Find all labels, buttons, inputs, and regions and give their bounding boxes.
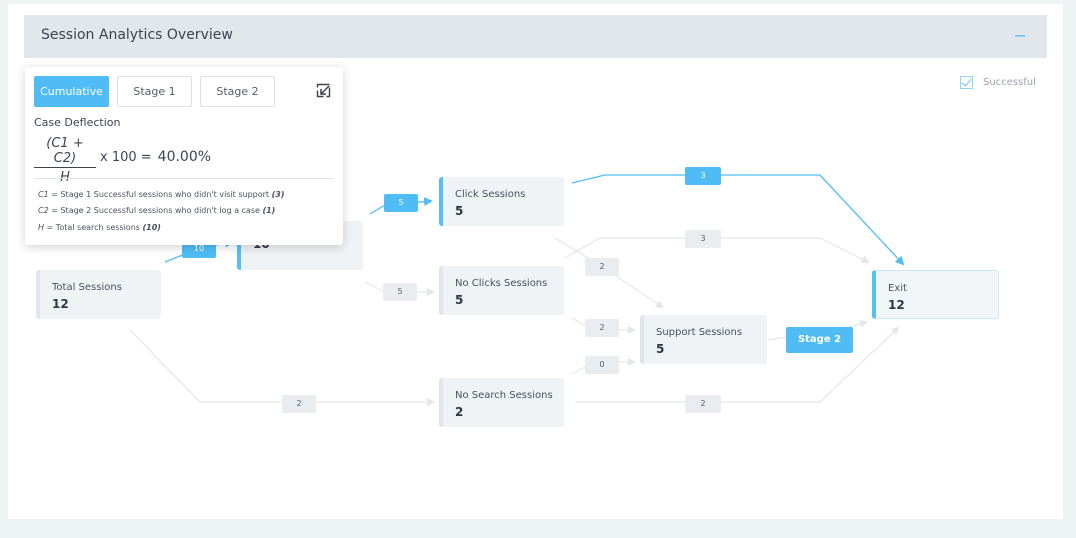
badge-click-exit[interactable]: 3 bbox=[685, 167, 721, 185]
popover-title: Case Deflection bbox=[34, 116, 121, 129]
divider bbox=[34, 178, 334, 179]
formula-result-line: x 100 = 40.00% bbox=[100, 149, 211, 165]
badge-noclick-exit[interactable]: 3 bbox=[685, 230, 721, 248]
node-value: 5 bbox=[455, 293, 464, 307]
formula-fraction: (C1 + C2) H bbox=[34, 136, 96, 185]
def-symbol: H bbox=[38, 223, 45, 232]
badge-nosearch-support[interactable]: 0 bbox=[585, 356, 619, 374]
node-value: 5 bbox=[656, 342, 665, 356]
flow-total-nosearch bbox=[129, 329, 435, 406]
badge-total-nosearch[interactable]: 2 bbox=[282, 395, 316, 413]
badge-search-click[interactable]: 5 bbox=[384, 194, 418, 212]
definition-c2: C2 = Stage 2 Successful sessions who did… bbox=[38, 206, 275, 215]
def-value: (1) bbox=[262, 206, 276, 215]
node-value: 5 bbox=[455, 204, 464, 218]
node-click-sessions[interactable]: Click Sessions 5 bbox=[439, 177, 564, 226]
definition-c1: C1 = Stage 1 Successful sessions who did… bbox=[38, 190, 285, 199]
definition-h: H = Total search sessions (10) bbox=[38, 223, 161, 232]
legend-label: Successful bbox=[983, 77, 1036, 88]
node-value: 2 bbox=[455, 405, 464, 419]
formula-multiplier: x 100 = bbox=[100, 150, 152, 165]
legend-successful[interactable]: Successful bbox=[960, 76, 1036, 89]
formula-result: 40.00% bbox=[157, 149, 212, 165]
badge-search-noclick[interactable]: 5 bbox=[383, 283, 417, 301]
node-label: Click Sessions bbox=[455, 189, 526, 200]
badge-noclick-support[interactable]: 2 bbox=[585, 319, 619, 337]
minimize-icon[interactable] bbox=[316, 83, 332, 99]
def-text: = Stage 2 Successful sessions who didn't… bbox=[48, 206, 263, 215]
node-support-sessions[interactable]: Support Sessions 5 bbox=[640, 315, 767, 364]
checkbox-icon[interactable] bbox=[960, 76, 973, 89]
formula-denominator: H bbox=[34, 168, 96, 185]
tab-stage-2[interactable]: Stage 2 bbox=[200, 76, 275, 107]
def-symbol: C1 bbox=[38, 190, 49, 199]
node-label: Total Sessions bbox=[52, 282, 122, 293]
flow-nosearch-exit bbox=[575, 326, 900, 403]
stage2-button[interactable]: Stage 2 bbox=[786, 327, 853, 353]
node-label: No Clicks Sessions bbox=[455, 278, 548, 289]
node-label: No Search Sessions bbox=[455, 390, 553, 401]
def-symbol: C2 bbox=[38, 206, 49, 215]
case-deflection-popover: Cumulative Stage 1 Stage 2 Case Deflecti… bbox=[25, 67, 343, 245]
node-exit[interactable]: Exit 12 bbox=[872, 270, 999, 319]
tab-cumulative[interactable]: Cumulative bbox=[34, 76, 109, 107]
def-value: (3) bbox=[271, 190, 285, 199]
badge-click-support[interactable]: 2 bbox=[585, 258, 619, 276]
node-label: Exit bbox=[888, 283, 907, 294]
node-label: Support Sessions bbox=[656, 327, 743, 338]
flow-click-exit bbox=[571, 174, 905, 266]
popover-tabs: Cumulative Stage 1 Stage 2 bbox=[34, 76, 275, 107]
panel-header: Session Analytics Overview − bbox=[24, 15, 1047, 58]
node-no-search-sessions[interactable]: No Search Sessions 2 bbox=[439, 378, 564, 427]
formula-numerator: (C1 + C2) bbox=[34, 136, 96, 168]
badge-nosearch-exit[interactable]: 2 bbox=[685, 395, 721, 413]
node-total-sessions[interactable]: Total Sessions 12 bbox=[36, 270, 161, 319]
panel-title: Session Analytics Overview bbox=[41, 27, 233, 43]
def-value: (10) bbox=[142, 223, 161, 232]
node-value: 12 bbox=[888, 298, 905, 312]
def-text: = Total search sessions bbox=[44, 223, 143, 232]
collapse-icon[interactable]: − bbox=[1013, 26, 1027, 45]
tab-stage-1[interactable]: Stage 1 bbox=[117, 76, 192, 107]
def-text: = Stage 1 Successful sessions who didn't… bbox=[48, 190, 272, 199]
node-no-clicks-sessions[interactable]: No Clicks Sessions 5 bbox=[439, 266, 564, 315]
node-value: 12 bbox=[52, 297, 69, 311]
